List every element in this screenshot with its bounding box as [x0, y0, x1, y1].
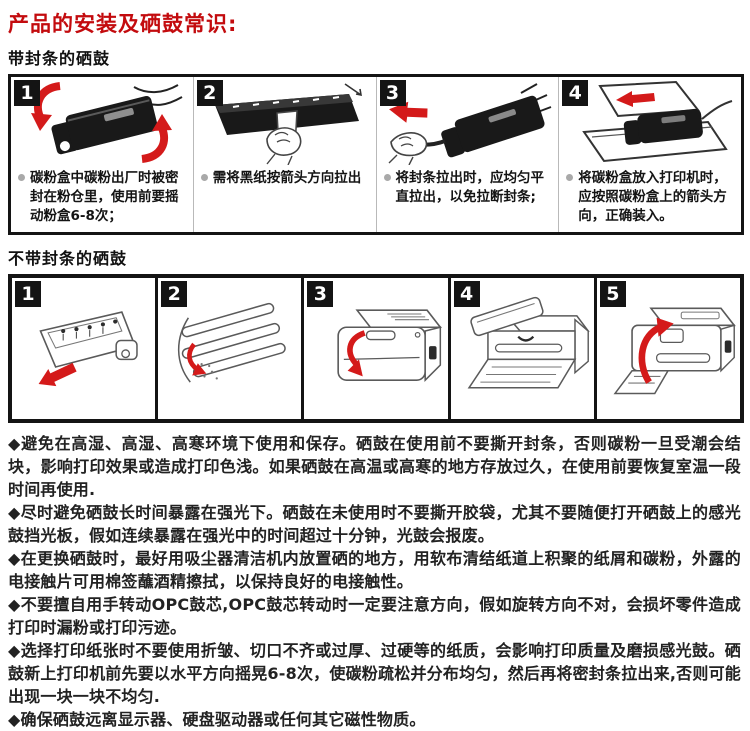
- diamond-bullet: ◆: [8, 503, 21, 523]
- shake-cartridge-icon: [30, 82, 183, 163]
- red-shake-arrow-top: [30, 82, 61, 131]
- hand-icon: [265, 127, 302, 165]
- printer-cartridge-inserted-icon: [467, 296, 590, 389]
- bullet-dot-icon: [566, 174, 574, 181]
- red-close-arrow: [639, 317, 675, 384]
- note-text: 确保硒鼓远离显示器、硬盘驱动器或任何其它磁性物质。: [20, 710, 426, 730]
- insert-cartridge-into-printer-illustration: [559, 77, 741, 165]
- bullet-dot-icon: [383, 174, 391, 181]
- unsealed-steps-row: 1 2: [8, 274, 744, 424]
- diamond-bullet: ◆: [8, 710, 21, 730]
- step-number-badge: 3: [307, 281, 334, 308]
- step-text: 将封条拉出时，应均匀平直拉出，以免拉断封条;: [395, 170, 545, 206]
- red-rotate-arrow: [186, 342, 207, 376]
- step-number-badge: 2: [161, 281, 188, 308]
- step-caption: 将封条拉出时，应均匀平直拉出，以免拉断封条;: [377, 165, 559, 207]
- step-panel: 3: [304, 278, 451, 420]
- cartridge-outline-pull-icon: [38, 311, 138, 387]
- note-text: 在更换硒鼓时，最好用吸尘器清洁机内放置硒的地方，用软布清结纸道上积聚的纸屑和碳粉…: [8, 549, 741, 592]
- bullet-dot-icon: [18, 174, 25, 181]
- step-panel: 2: [194, 77, 377, 233]
- step-number-badge: 4: [562, 80, 589, 106]
- pull-black-paper-illustration: [194, 77, 376, 165]
- sealed-steps-row: 1: [8, 74, 744, 236]
- diamond-bullet: ◆: [8, 641, 21, 661]
- step-panel: 2: [158, 278, 305, 420]
- note-item: ◆尽时避免硒鼓长时间暴露在强光下。硒鼓在未使用时不要撕开胶袋，尤其不要随便打开硒…: [8, 501, 741, 547]
- notes-list: ◆避免在高湿、高湿、高寒环境下使用和保存。硒鼓在使用前不要撕开封条，否则碳粉一旦…: [8, 432, 744, 731]
- note-text: 避免在高湿、高湿、高寒环境下使用和保存。硒鼓在使用前不要撕开封条，否则碳粉一旦受…: [8, 434, 741, 500]
- step-number-badge: 1: [15, 281, 41, 308]
- note-text: 尽时避免硒鼓长时间暴露在强光下。硒鼓在未使用时不要撕开胶袋，尤其不要随便打开硒鼓…: [8, 503, 741, 546]
- note-item: ◆不要擅自用手转动OPC鼓芯,OPC鼓芯转动时一定要注意方向，假如旋转方向不对，…: [8, 593, 741, 639]
- red-pull-arrow: [389, 101, 428, 123]
- printer-close-cover-icon: [613, 307, 737, 395]
- red-direction-arrow: [616, 91, 656, 107]
- step-text: 需将黑纸按箭头方向拉出: [212, 170, 362, 186]
- step-number-badge: 1: [14, 80, 40, 106]
- red-open-arrow: [347, 330, 366, 377]
- note-item: ◆避免在高湿、高湿、高寒环境下使用和保存。硒鼓在使用前不要撕开封条，否则碳粉一旦…: [8, 432, 741, 501]
- red-shake-arrow-bottom: [141, 114, 172, 163]
- note-item: ◆确保硒鼓远离显示器、硬盘驱动器或任何其它磁性物质。: [8, 708, 741, 731]
- pull-black-paper-icon: [214, 83, 362, 165]
- pull-seal-strip-icon: [388, 83, 552, 165]
- note-item: ◆在更换硒鼓时，最好用吸尘器清洁机内放置硒的地方，用软布清结纸道上积聚的纸屑和碳…: [8, 547, 741, 593]
- note-text: 选择打印纸张时不要使用折皱、切口不齐或过厚、过硬等的纸质，会影响打印质量及磨损感…: [8, 641, 741, 707]
- step-caption: 需将黑纸按箭头方向拉出: [194, 165, 376, 188]
- section-heading-unsealed: 不带封条的硒鼓: [8, 249, 128, 269]
- step-number-badge: 4: [453, 281, 480, 308]
- insert-cartridge-icon: [582, 80, 733, 163]
- diamond-bullet: ◆: [8, 595, 21, 615]
- hand-icon: [388, 132, 428, 165]
- step-panel: 4 将碳: [559, 77, 741, 232]
- bullet-dot-icon: [200, 174, 208, 181]
- note-text: 不要擅自用手转动OPC鼓芯,OPC鼓芯转动时一定要注意方向，假如旋转方向不对，会…: [8, 595, 741, 638]
- red-pull-arrow: [38, 362, 77, 387]
- page-title: 产品的安装及硒鼓常识:: [8, 12, 238, 36]
- printer-open-front-cover-icon: [337, 309, 442, 383]
- step-number-badge: 5: [599, 281, 626, 308]
- step-panel: 5: [597, 278, 740, 419]
- section-heading-sealed: 带封条的硒鼓: [8, 49, 111, 68]
- diamond-bullet: ◆: [8, 434, 22, 454]
- step-text: 将碳粉盒放入打印机时，应按照碳粉盒上的箭头方向，正确装入。: [578, 170, 727, 225]
- step-caption: 将碳粉盒放入打印机时，应按照碳粉盒上的箭头方向，正确装入。: [559, 165, 741, 226]
- step-number-badge: 2: [196, 80, 223, 106]
- step-panel: 3: [377, 77, 560, 233]
- note-item: ◆选择打印纸张时不要使用折皱、切口不齐或过厚、过硬等的纸质，会影响打印质量及磨损…: [8, 639, 741, 708]
- diamond-bullet: ◆: [8, 549, 21, 569]
- step-text: 碳粉盒中碳粉出厂时被密封在粉仓里，使用前要摇动粉盒6-8次；: [30, 170, 179, 225]
- step-panel: 1: [11, 77, 194, 233]
- pull-seal-strip-illustration: [377, 77, 559, 165]
- step-panel: 1: [12, 278, 159, 420]
- shake-cartridge-illustration: [11, 77, 193, 165]
- drum-rollers-icon: [177, 302, 286, 383]
- step-caption: 碳粉盒中碳粉出厂时被密封在粉仓里，使用前要摇动粉盒6-8次；: [11, 165, 193, 226]
- step-number-badge: 3: [379, 80, 406, 106]
- step-panel: 4: [451, 278, 597, 420]
